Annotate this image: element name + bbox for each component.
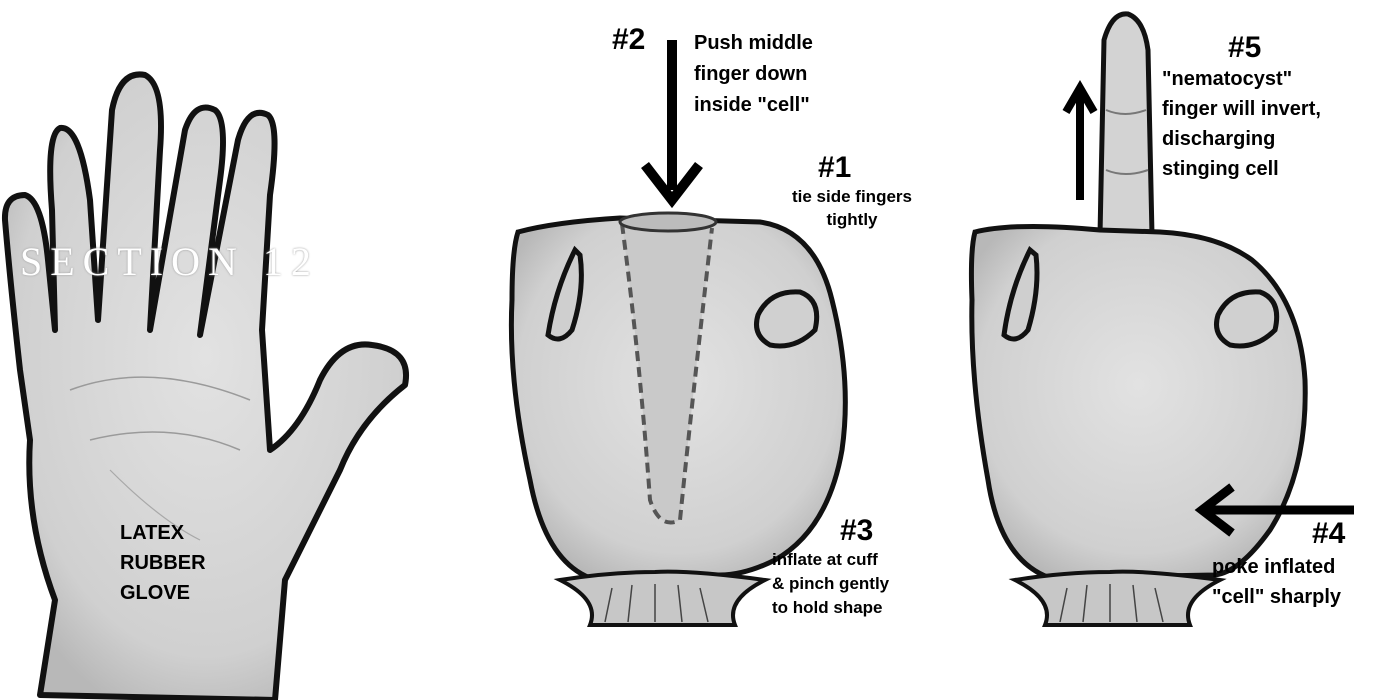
step-4-line: "cell" sharply	[1212, 582, 1341, 612]
step-2-line: finger down	[694, 59, 813, 90]
step-5-line: stinging cell	[1162, 154, 1321, 184]
step-1-line: tie side fingers	[764, 186, 940, 209]
step-2-number: #2	[612, 22, 645, 57]
step-3-line: to hold shape	[772, 596, 889, 620]
arrow-up-discharge	[1066, 88, 1094, 200]
step-4-number: #4	[1312, 516, 1345, 551]
step-5-line: finger will invert,	[1162, 94, 1321, 124]
step-3-number: #3	[840, 513, 873, 548]
step-2-text: Push middle finger down inside "cell"	[694, 28, 813, 121]
glove-label-line: LATEX	[120, 518, 206, 548]
step-4-line: poke inflated	[1212, 552, 1341, 582]
step-5-number: #5	[1228, 30, 1261, 65]
step-1-number: #1	[818, 150, 851, 185]
step-3-line: & pinch gently	[772, 572, 889, 596]
step-2-line: Push middle	[694, 28, 813, 59]
step-4-text: poke inflated "cell" sharply	[1212, 552, 1341, 612]
step-1-text: tie side fingers tightly	[764, 186, 940, 232]
glove-label-line: RUBBER	[120, 548, 206, 578]
step-2-line: inside "cell"	[694, 90, 813, 121]
step-1-line: tightly	[764, 209, 940, 232]
section-title: SECTION 12	[20, 238, 319, 285]
glove-label: LATEX RUBBER GLOVE	[120, 518, 206, 608]
step-5-text: "nematocyst" finger will invert, dischar…	[1162, 64, 1321, 184]
step-3-line: inflate at cuff	[772, 548, 889, 572]
arrow-down-push	[645, 40, 699, 200]
step-5-line: discharging	[1162, 124, 1321, 154]
step-3-text: inflate at cuff & pinch gently to hold s…	[772, 548, 889, 620]
glove-label-line: GLOVE	[120, 578, 206, 608]
step-5-line: "nematocyst"	[1162, 64, 1321, 94]
